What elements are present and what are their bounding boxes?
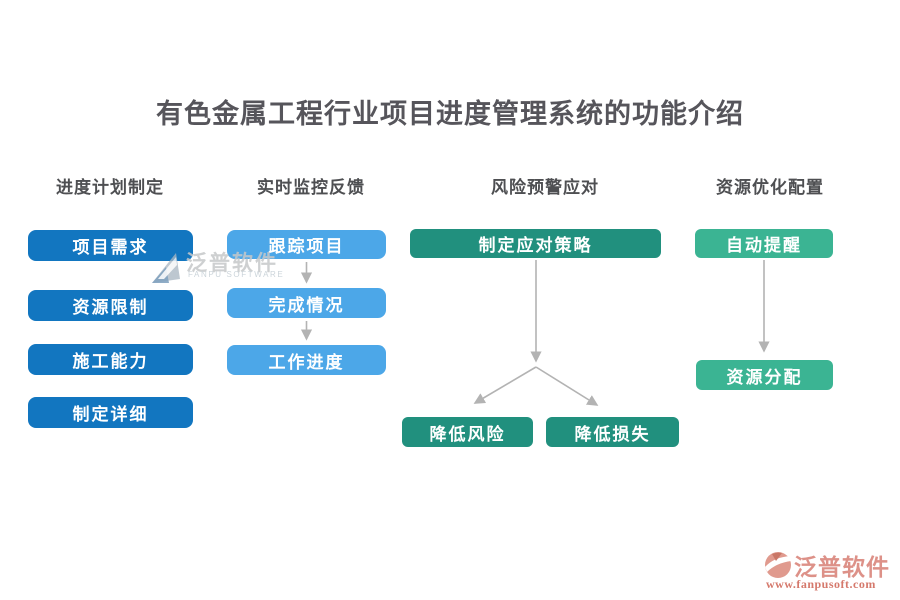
column-header-risk-warning: 风险预警应对 <box>491 178 599 197</box>
flow-box-detailed-plan: 制定详细 <box>28 397 193 428</box>
fanpu-logo-icon <box>765 552 791 578</box>
flow-box-work-progress: 工作进度 <box>227 345 386 375</box>
fanpu-logo-icon <box>152 253 180 283</box>
column-header-realtime-monitoring: 实时监控反馈 <box>257 178 365 197</box>
column-header-resource-optimization: 资源优化配置 <box>716 178 824 197</box>
flow-box-completion-status: 完成情况 <box>227 288 386 318</box>
flow-box-response-strategy: 制定应对策略 <box>410 229 661 258</box>
page-title: 有色金属工程行业项目进度管理系统的功能介绍 <box>156 99 744 129</box>
watermark-sub-text: FANPU SOFTWARE <box>188 270 285 279</box>
flow-box-reduce-loss: 降低损失 <box>546 417 679 447</box>
watermark-top: 泛普软件 FANPU SOFTWARE <box>146 243 336 293</box>
watermark-bottom: 泛普软件 www.fanpusoft.com <box>764 548 894 593</box>
flow-box-auto-reminder: 自动提醒 <box>695 229 833 258</box>
flow-box-construction-capacity: 施工能力 <box>28 344 193 375</box>
flow-box-project-requirements: 项目需求 <box>28 230 193 261</box>
flow-box-resource-allocation: 资源分配 <box>696 360 833 390</box>
watermark-url-text: www.fanpusoft.com <box>766 577 876 591</box>
flow-box-track-project: 跟踪项目 <box>227 230 386 259</box>
flow-box-resource-constraints: 资源限制 <box>28 290 193 321</box>
column-header-schedule-planning: 进度计划制定 <box>56 178 164 197</box>
watermark-brand-text: 泛普软件 <box>186 251 278 275</box>
watermark-brand-text: 泛普软件 <box>794 555 890 580</box>
flow-box-reduce-risk: 降低风险 <box>402 417 533 447</box>
